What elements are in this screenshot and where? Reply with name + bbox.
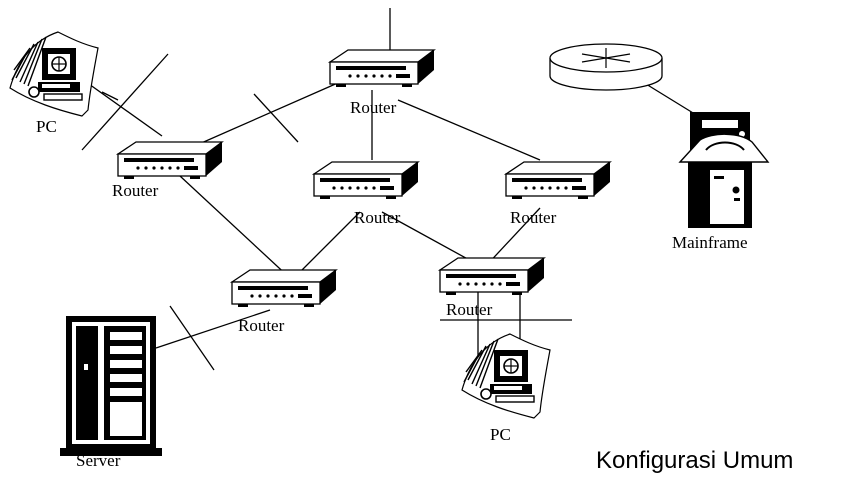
router-icon (506, 162, 610, 199)
pc-top-left: PC (10, 32, 98, 136)
server: Server (60, 316, 162, 470)
pc-icon (10, 32, 98, 116)
mainframe-label: Mainframe (672, 233, 748, 252)
router-icon (440, 258, 544, 295)
router-icon (314, 162, 418, 199)
router-center: Router (314, 162, 418, 227)
router-bottom-left: Router (232, 270, 336, 335)
router-right-label: Router (510, 208, 557, 227)
pc-bottom: PC (462, 334, 550, 444)
router-left: Router (112, 142, 222, 200)
router-bottom-left-label: Router (238, 316, 285, 335)
router-top: Router (330, 50, 434, 117)
pc-top-left-label: PC (36, 117, 57, 136)
router-center-label: Router (354, 208, 401, 227)
router-left-label: Router (112, 181, 159, 200)
router-bottom-right: Router (440, 258, 544, 319)
router-top-label: Router (350, 98, 397, 117)
mainframe: Mainframe (672, 112, 768, 252)
router-icon (330, 50, 434, 87)
mainframe-icon (680, 112, 768, 228)
server-icon (60, 316, 162, 456)
cisco-router-icon (550, 44, 662, 90)
router-right: Router (506, 162, 610, 227)
server-label: Server (76, 451, 121, 470)
router-icon (118, 142, 222, 179)
router-bottom-right-label: Router (446, 300, 493, 319)
diagram-caption: Konfigurasi Umum (596, 447, 793, 475)
pc-icon (462, 334, 550, 418)
router-icon (232, 270, 336, 307)
cloud-router (550, 44, 662, 90)
pc-bottom-label: PC (490, 425, 511, 444)
